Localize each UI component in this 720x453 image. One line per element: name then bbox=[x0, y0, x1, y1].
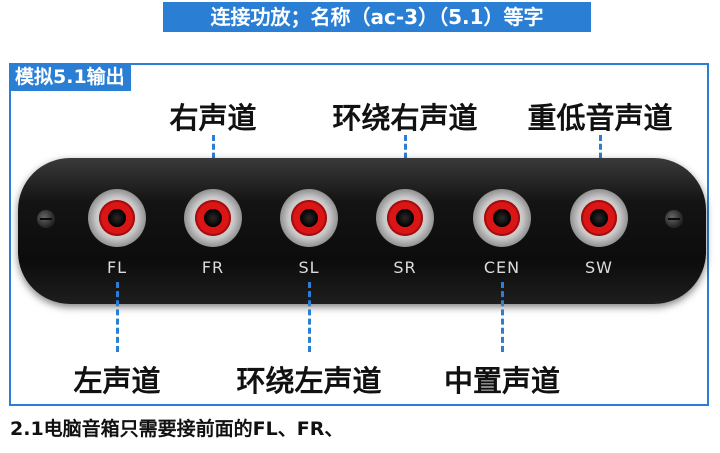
leader-line-sl bbox=[308, 282, 311, 352]
port-label-sw: SW bbox=[585, 258, 613, 277]
output-frame bbox=[9, 63, 709, 406]
label-right-channel: 右声道 bbox=[169, 101, 257, 135]
rca-jack-cen[interactable] bbox=[473, 189, 531, 247]
label-subwoofer-channel: 重低音声道 bbox=[527, 101, 673, 135]
port-label-fl: FL bbox=[106, 258, 128, 277]
label-center-channel: 中置声道 bbox=[443, 364, 561, 398]
port-label-cen: CEN bbox=[483, 258, 521, 277]
port-label-sl: SL bbox=[298, 258, 320, 277]
label-surround-left-channel: 环绕左声道 bbox=[236, 364, 382, 398]
rca-jack-fr[interactable] bbox=[184, 189, 242, 247]
leader-line-fl bbox=[116, 282, 119, 352]
port-label-sr: SR bbox=[393, 258, 417, 277]
rca-jack-sw[interactable] bbox=[570, 189, 628, 247]
label-surround-right-channel: 环绕右声道 bbox=[332, 101, 478, 135]
label-left-channel: 左声道 bbox=[73, 364, 161, 398]
header-banner: 连接功放；名称（ac-3）（5.1）等字 bbox=[163, 2, 591, 32]
leader-line-cen bbox=[501, 282, 504, 352]
rca-jack-sl[interactable] bbox=[280, 189, 338, 247]
section-label: 模拟5.1输出 bbox=[9, 63, 131, 91]
port-label-fr: FR bbox=[201, 258, 225, 277]
rca-jack-fl[interactable] bbox=[88, 189, 146, 247]
left-screw-icon bbox=[37, 210, 55, 228]
bottom-note: 2.1电脑音箱只需要接前面的FL、FR、 bbox=[10, 418, 344, 440]
rca-jack-sr[interactable] bbox=[376, 189, 434, 247]
right-screw-icon bbox=[665, 210, 683, 228]
